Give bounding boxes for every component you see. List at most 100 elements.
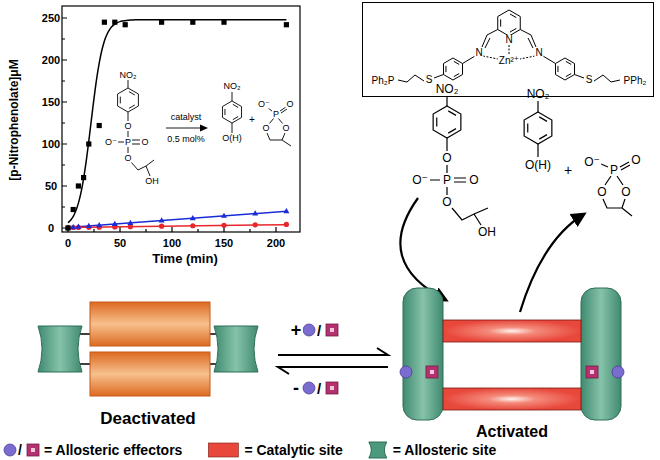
ring-bond [118, 88, 139, 112]
atom-label: OH [477, 226, 497, 238]
ring-bond [454, 74, 459, 77]
tick-label: 50 [113, 238, 127, 249]
axis-title: Time (min) [151, 252, 219, 265]
ring-bond [120, 97, 121, 104]
deactivated-complex: Deactivated [28, 290, 268, 430]
atom-label: P [442, 174, 452, 186]
equilibrium-arrow [278, 348, 388, 355]
atom-label: N [504, 35, 513, 45]
ring-bond [433, 106, 461, 138]
tick-label: 150 [41, 97, 61, 108]
ring-bond [555, 58, 574, 80]
atom-label: P [272, 110, 280, 119]
atom-label: O [620, 186, 631, 198]
ring-bond [443, 58, 462, 80]
atom-label: NO₂ [526, 88, 551, 100]
atom-label: O [140, 138, 149, 147]
atom-label: O [261, 124, 270, 133]
slash: / [316, 381, 322, 396]
tick-label: 100 [41, 139, 61, 150]
atom-label: PPh₂ [623, 76, 648, 86]
legend-swatch [208, 443, 238, 457]
ring-bond [233, 117, 238, 120]
ring-bond [527, 124, 528, 133]
atom-label: O [123, 154, 132, 163]
ring-bond [557, 66, 558, 72]
tick-label: 150 [214, 238, 234, 249]
plus-sign: + [563, 163, 573, 177]
plus-sign: + [290, 321, 303, 339]
ring-bond [224, 109, 225, 115]
ring-bond [539, 117, 547, 121]
reaction-condition: 0.5 mol% [166, 135, 206, 144]
ring-bond [222, 101, 241, 123]
atom-label: O [441, 196, 452, 208]
atom-label: O [123, 122, 132, 131]
tick-label: 0 [47, 223, 55, 234]
minus-sign: - [292, 379, 300, 397]
ring-bond [448, 111, 456, 115]
structure-box: Ph₂PSNNZn²⁺NSPPh₂ [362, 2, 654, 97]
atom-label: O⁻ [257, 100, 271, 109]
tick-label: 100 [162, 238, 182, 249]
ring-bond [233, 104, 238, 107]
ring-bond [539, 135, 547, 139]
atom-label: O⁻ [411, 174, 429, 186]
atom-label: O⁻ [583, 156, 601, 168]
atom-label: NO₂ [435, 83, 460, 95]
atom-label: NO₂ [223, 82, 242, 91]
atom-label: O [468, 174, 479, 186]
atom-label: P [124, 138, 132, 147]
state-title: Activated [476, 424, 548, 440]
ring-bond [566, 61, 571, 64]
legend-text: = Catalytic site [244, 443, 342, 457]
ring-bond [129, 105, 135, 108]
atom-label: O [630, 154, 641, 166]
reaction-condition: catalyst [170, 113, 203, 122]
atom-label: N [474, 48, 483, 58]
atom-label: S [585, 75, 594, 85]
ring-bond [448, 129, 456, 133]
ring-bond [454, 61, 459, 64]
equilibrium-arrow [278, 367, 388, 374]
substrate-arrow [400, 198, 446, 300]
ring-bond [498, 10, 521, 36]
chart-series [65, 20, 289, 231]
atom-label: N [534, 48, 543, 58]
legend-text: = Allosteric effectors [44, 443, 182, 457]
tick-label: 200 [266, 238, 286, 249]
slash: / [316, 323, 322, 338]
atom-label: O [596, 186, 607, 198]
ring-bond [445, 66, 446, 72]
atom-label: O(H) [221, 134, 243, 143]
legend-text: = Allosteric site [393, 443, 496, 457]
atom-label: Zn²⁺ [498, 56, 520, 66]
atom-label: Ph₂P [371, 76, 396, 86]
tick-label: 0 [64, 238, 72, 249]
ring-bond [566, 74, 571, 77]
structure-box-shape [363, 3, 655, 98]
atom-label: P [609, 164, 619, 176]
reaction-arrowhead [200, 125, 208, 132]
inset-bonds [117, 80, 291, 176]
plus-sign: + [248, 115, 256, 125]
activated-complex-shape [398, 282, 626, 442]
ring-bond [510, 14, 516, 18]
atom-label: OH [144, 177, 160, 186]
ring-bond [129, 92, 135, 95]
state-title: Deactivated [100, 410, 195, 427]
tick-label: 200 [41, 55, 61, 66]
atom-label: O⁻ [104, 138, 118, 147]
atom-label: O [281, 124, 290, 133]
atom-label: O [285, 100, 294, 109]
atom-label: NO₂ [119, 71, 138, 80]
product-arrow [520, 214, 584, 312]
atom-label: O [441, 152, 452, 164]
atom-label: O(H) [524, 159, 552, 171]
ring-bond [500, 19, 501, 26]
tick-label: 250 [41, 13, 61, 24]
ring-bond [510, 28, 516, 32]
axis-title: [p-Nitrophenolate]μM [8, 58, 20, 181]
activated-complex: Activated [398, 282, 626, 442]
molecule-bonds [430, 97, 632, 225]
